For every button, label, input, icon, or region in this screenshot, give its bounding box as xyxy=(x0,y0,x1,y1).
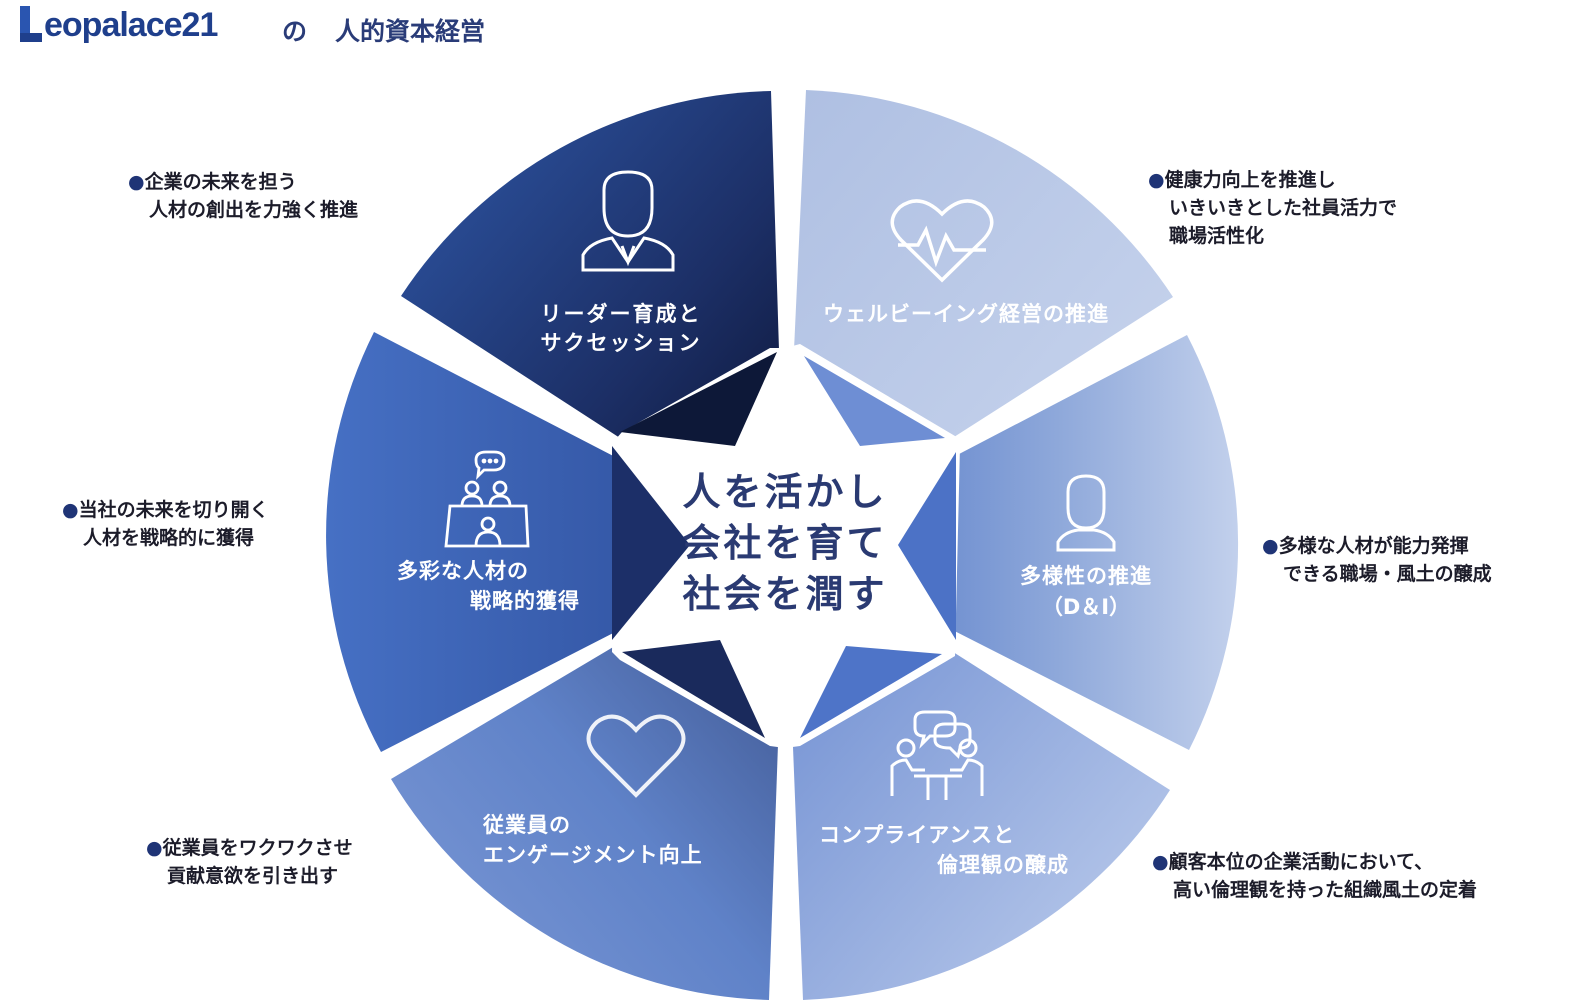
note-compliance: ●顧客本位の企業活動において、 高い倫理観を持った組織風土の定着 xyxy=(1152,848,1477,904)
note-acquisition: ●当社の未来を切り開く 人材を戦略的に獲得 xyxy=(62,496,269,552)
note-engagement-line1: 従業員をワクワクさせ xyxy=(162,837,353,859)
page-title: の人的資本経営 xyxy=(282,12,485,48)
meeting-icon xyxy=(890,710,984,800)
note-leadership-line2: 人材の創出を力強く推進 xyxy=(149,199,359,221)
bullet-icon: ● xyxy=(128,171,145,193)
segment-label-leadership-2: サクセッション xyxy=(541,331,702,355)
title-text: 人的資本経営 xyxy=(335,17,486,46)
logo-l-mark xyxy=(20,6,42,42)
center-line-1: 人を活かし xyxy=(682,470,887,514)
leopalace-logo: eopalace21 xyxy=(20,6,218,45)
note-engagement: ●従業員をワクワクさせ 貢献意欲を引き出す xyxy=(146,834,353,890)
segment-label-leadership-1: リーダー育成と xyxy=(541,302,702,326)
star-wedge-upper-left xyxy=(620,352,777,446)
note-compliance-line2: 高い倫理観を持った組織風土の定着 xyxy=(1173,879,1478,901)
segment-acquisition xyxy=(326,332,785,752)
bullet-icon: ● xyxy=(146,837,163,859)
segment-label-engagement-1: 従業員の xyxy=(482,813,571,837)
bullet-icon: ● xyxy=(62,499,79,521)
logo-text: eopalace21 xyxy=(44,6,218,44)
star-wedge-left xyxy=(612,446,690,640)
heartbeat-icon xyxy=(890,199,994,283)
center-line-2: 会社を育て xyxy=(682,521,887,565)
segment-label-acquisition-1: 多彩な人材の xyxy=(397,559,529,583)
bullet-icon: ● xyxy=(1152,851,1169,873)
heart-outline-icon xyxy=(586,714,686,798)
businessman-icon xyxy=(581,170,675,272)
note-diversity-line2: できる職場・風土の醸成 xyxy=(1283,563,1492,585)
segment-label-diversity-1: 多様性の推進 xyxy=(1020,564,1152,588)
segment-label-compliance-1: コンプライアンスと xyxy=(819,823,1015,847)
bullet-icon: ● xyxy=(1148,169,1165,191)
note-wellbeing-line2: いきいきとした社員活力で xyxy=(1169,197,1398,219)
segment-label-engagement-2: エンゲージメント向上 xyxy=(483,843,703,867)
person-silhouette-icon xyxy=(1056,474,1116,552)
note-leadership: ●企業の未来を担う 人材の創出を力強く推進 xyxy=(128,168,358,224)
star-wedge-upper-right xyxy=(804,356,945,446)
segment-diversity xyxy=(785,335,1239,750)
segment-label-acquisition-2: 戦略的獲得 xyxy=(470,589,580,613)
segment-label-compliance-2: 倫理観の醸成 xyxy=(937,853,1069,877)
note-diversity: ●多様な人材が能力発揮 できる職場・風土の醸成 xyxy=(1262,532,1492,588)
note-wellbeing: ●健康力向上を推進し いきいきとした社員活力で 職場活性化 xyxy=(1148,166,1397,250)
note-diversity-line1: 多様な人材が能力発揮 xyxy=(1278,535,1469,557)
star-wedge-right xyxy=(898,452,956,640)
note-engagement-line2: 貢献意欲を引き出す xyxy=(167,865,339,887)
note-leadership-line1: 企業の未来を担う xyxy=(144,171,297,193)
note-wellbeing-line1: 健康力向上を推進し xyxy=(1164,169,1336,191)
bullet-icon: ● xyxy=(1262,535,1279,557)
note-acquisition-line1: 当社の未来を切り開く xyxy=(78,499,269,521)
center-line-3: 社会を潤す xyxy=(682,572,887,616)
star-wedge-lower-left xyxy=(622,640,765,738)
header: eopalace21 の人的資本経営 xyxy=(0,0,1569,70)
title-particle: の xyxy=(282,17,308,46)
note-compliance-line1: 顧客本位の企業活動において、 xyxy=(1168,851,1434,873)
interview-icon xyxy=(444,450,530,548)
star-wedge-lower-right xyxy=(800,646,942,738)
note-acquisition-line2: 人材を戦略的に獲得 xyxy=(83,527,255,549)
note-wellbeing-line3: 職場活性化 xyxy=(1169,225,1265,247)
segment-label-diversity-2: （D＆I） xyxy=(1042,595,1130,619)
segment-label-wellbeing-1: ウェルビーイング経営の推進 xyxy=(823,302,1109,326)
